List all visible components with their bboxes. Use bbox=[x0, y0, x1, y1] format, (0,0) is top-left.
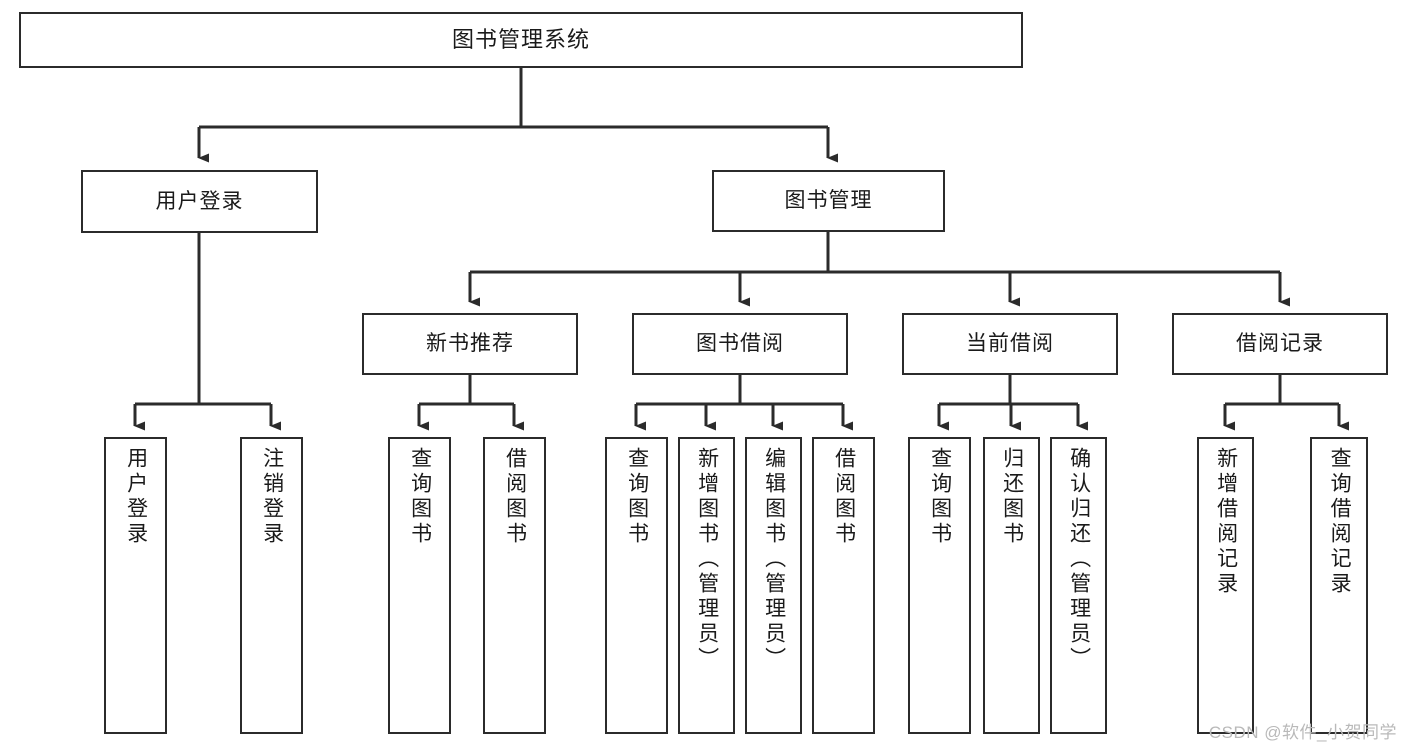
node-leaf-borrow-book-2-label: 借阅图书 bbox=[832, 447, 856, 547]
node-leaf-query-book-2-label: 查询图书 bbox=[625, 447, 649, 547]
node-current-borrow-label: 当前借阅 bbox=[966, 332, 1054, 356]
node-leaf-query-record[interactable]: 查询借阅记录 bbox=[1310, 437, 1368, 734]
node-new-book-rec[interactable]: 新书推荐 bbox=[362, 313, 578, 375]
node-leaf-borrow-book-2[interactable]: 借阅图书 bbox=[812, 437, 875, 734]
node-leaf-query-record-label: 查询借阅记录 bbox=[1328, 447, 1352, 597]
node-leaf-confirm-return[interactable]: 确认归还（管理员） bbox=[1050, 437, 1107, 734]
node-leaf-query-book-1-label: 查询图书 bbox=[408, 447, 432, 547]
node-leaf-query-book-3-label: 查询图书 bbox=[928, 447, 952, 547]
node-leaf-borrow-book-1[interactable]: 借阅图书 bbox=[483, 437, 546, 734]
node-leaf-borrow-book-1-label: 借阅图书 bbox=[503, 447, 527, 547]
node-leaf-user-login[interactable]: 用户登录 bbox=[104, 437, 167, 734]
node-leaf-user-login-label: 用户登录 bbox=[124, 447, 148, 547]
node-book-borrow-label: 图书借阅 bbox=[696, 332, 784, 356]
node-borrow-record-label: 借阅记录 bbox=[1236, 332, 1324, 356]
node-leaf-query-book-2[interactable]: 查询图书 bbox=[605, 437, 668, 734]
node-leaf-confirm-return-label: 确认归还（管理员） bbox=[1067, 447, 1091, 672]
node-leaf-query-book-1[interactable]: 查询图书 bbox=[388, 437, 451, 734]
node-leaf-edit-book-label: 编辑图书（管理员） bbox=[762, 447, 786, 672]
node-leaf-add-record[interactable]: 新增借阅记录 bbox=[1197, 437, 1254, 734]
node-leaf-return-book-label: 归还图书 bbox=[1000, 447, 1024, 547]
node-borrow-record[interactable]: 借阅记录 bbox=[1172, 313, 1388, 375]
node-leaf-logout-label: 注销登录 bbox=[260, 447, 284, 547]
node-root[interactable]: 图书管理系统 bbox=[19, 12, 1023, 68]
node-leaf-query-book-3[interactable]: 查询图书 bbox=[908, 437, 971, 734]
node-user-login-label: 用户登录 bbox=[155, 189, 244, 213]
node-leaf-edit-book[interactable]: 编辑图书（管理员） bbox=[745, 437, 802, 734]
csdn-watermark: CSDN @软件_小贺同学 bbox=[1208, 723, 1397, 742]
node-leaf-add-book[interactable]: 新增图书（管理员） bbox=[678, 437, 735, 734]
node-book-borrow[interactable]: 图书借阅 bbox=[632, 313, 848, 375]
node-root-label: 图书管理系统 bbox=[451, 26, 590, 52]
node-leaf-logout[interactable]: 注销登录 bbox=[240, 437, 303, 734]
node-book-manage[interactable]: 图书管理 bbox=[712, 170, 945, 232]
node-new-book-rec-label: 新书推荐 bbox=[426, 332, 514, 356]
node-book-manage-label: 图书管理 bbox=[784, 189, 873, 213]
node-leaf-add-book-label: 新增图书（管理员） bbox=[695, 447, 719, 672]
node-leaf-add-record-label: 新增借阅记录 bbox=[1214, 447, 1238, 597]
node-leaf-return-book[interactable]: 归还图书 bbox=[983, 437, 1040, 734]
node-current-borrow[interactable]: 当前借阅 bbox=[902, 313, 1118, 375]
node-user-login[interactable]: 用户登录 bbox=[81, 170, 318, 233]
